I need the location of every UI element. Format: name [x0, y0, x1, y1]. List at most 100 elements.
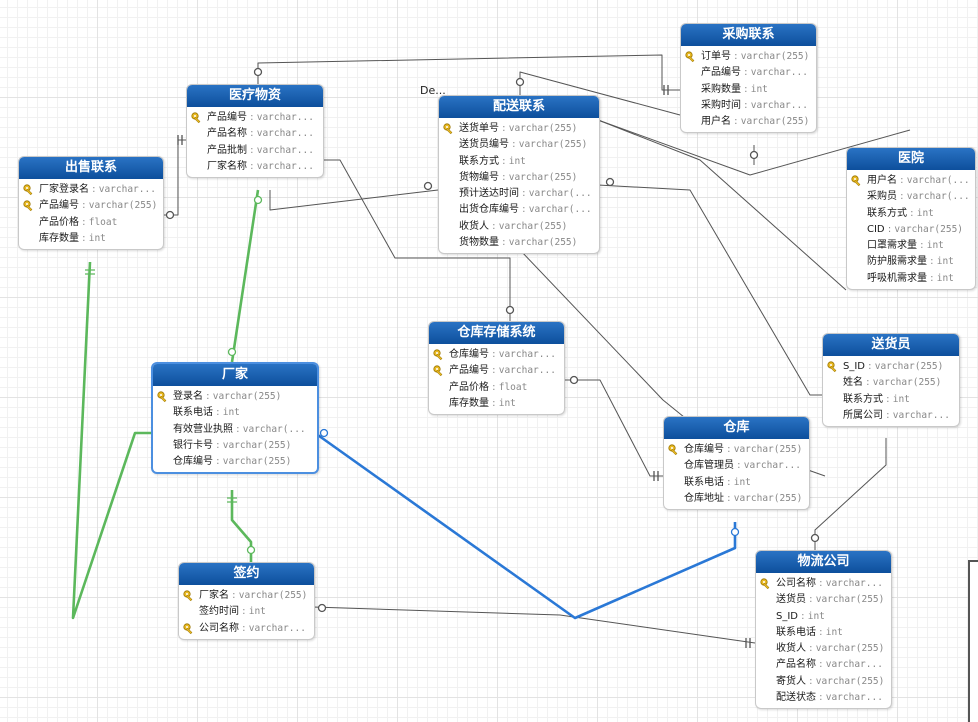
- entity-field[interactable]: 收货人 : varchar(255): [756, 641, 891, 657]
- entity-field[interactable]: 采购数量 : int: [681, 82, 816, 98]
- entity-medical-supplies[interactable]: 医疗物资产品编号 : varchar...产品名称 : varchar...产品…: [186, 84, 324, 179]
- field-name: 姓名: [843, 377, 863, 389]
- field-name: 厂家名称: [207, 160, 247, 172]
- entity-field[interactable]: 厂家登录名 : varchar...: [19, 182, 163, 198]
- entity-field[interactable]: 产品名称 : varchar...: [187, 126, 323, 142]
- rel-supplies-delivery[interactable]: [269, 189, 439, 211]
- rel-storage-warehouse[interactable]: [563, 379, 663, 477]
- entity-field[interactable]: 联系电话 : int: [153, 405, 317, 421]
- entity-field[interactable]: 采购员 : varchar(...: [847, 189, 975, 205]
- entity-field[interactable]: 产品编号 : varchar(255): [19, 198, 163, 214]
- entity-field[interactable]: 联系方式 : int: [823, 392, 959, 408]
- field-name: 联系电话: [173, 407, 213, 419]
- entity-delivery-relation[interactable]: 配送联系送货单号 : varchar(255)送货员编号 : varchar(2…: [438, 95, 600, 255]
- entity-field[interactable]: 公司名称 : varchar...: [756, 576, 891, 592]
- entity-field[interactable]: 银行卡号 : varchar(255): [153, 438, 317, 454]
- entity-field[interactable]: 防护服需求量 : int: [847, 254, 975, 270]
- entity-warehouse-storage[interactable]: 仓库存储系统仓库编号 : varchar...产品编号 : varchar...…: [428, 321, 565, 416]
- rel-sales-manufacturer[interactable]: [71, 261, 151, 620]
- entity-field[interactable]: 用户名 : varchar(...: [847, 173, 975, 189]
- entity-field[interactable]: 订单号 : varchar(255): [681, 49, 816, 65]
- primary-key-icon: [183, 622, 195, 635]
- entity-field[interactable]: 收货人 : varchar(255): [439, 219, 599, 235]
- entity-field[interactable]: 配送状态 : varchar...: [756, 690, 891, 706]
- rel-manufacturer-contract[interactable]: [230, 490, 253, 562]
- entity-field[interactable]: 仓库管理员 : varchar...: [664, 458, 809, 474]
- field-separator: :: [519, 204, 529, 216]
- rel-delivery-hospital-2[interactable]: [597, 119, 847, 291]
- field-separator: :: [741, 67, 751, 79]
- entity-field[interactable]: 货物数量 : varchar(255): [439, 235, 599, 251]
- entity-field[interactable]: 库存数量 : int: [19, 231, 163, 247]
- entity-field[interactable]: 公司名称 : varchar...: [179, 621, 314, 637]
- field-name: 用户名: [867, 175, 897, 186]
- entity-field[interactable]: 产品编号 : varchar...: [681, 65, 816, 81]
- entity-field[interactable]: 仓库编号 : varchar(255): [153, 454, 317, 470]
- rel-contract-logistics[interactable]: [312, 606, 756, 644]
- field-name: CID: [867, 223, 885, 235]
- field-name: 送货员: [776, 594, 806, 606]
- entity-title: 送货员: [823, 334, 959, 356]
- entity-field[interactable]: 库存数量 : int: [429, 396, 564, 412]
- entity-field[interactable]: 采购时间 : varchar...: [681, 98, 816, 114]
- entity-field[interactable]: 产品批制 : varchar...: [187, 143, 323, 159]
- field-name: 货物编号: [459, 171, 499, 183]
- entity-warehouse[interactable]: 仓库仓库编号 : varchar(255)仓库管理员 : varchar...联…: [663, 416, 810, 511]
- entity-field[interactable]: 预计送达时间 : varchar(...: [439, 186, 599, 202]
- optional-marker: [317, 603, 327, 613]
- entity-field[interactable]: CID : varchar(255): [847, 222, 975, 238]
- field-name: 联系电话: [684, 476, 724, 488]
- entity-field[interactable]: 口罩需求量 : int: [847, 238, 975, 254]
- entity-sales-relation[interactable]: 出售联系厂家登录名 : varchar...产品编号 : varchar(255…: [18, 156, 164, 251]
- entity-field[interactable]: 产品编号 : varchar...: [429, 363, 564, 379]
- entity-field[interactable]: 联系方式 : int: [439, 154, 599, 170]
- entity-field[interactable]: 送货单号 : varchar(255): [439, 121, 599, 137]
- field-separator: :: [741, 99, 751, 111]
- entity-field[interactable]: 联系方式 : int: [847, 206, 975, 222]
- entity-field[interactable]: 联系电话 : int: [664, 475, 809, 491]
- entity-field[interactable]: 寄货人 : varchar(255): [756, 674, 891, 690]
- entity-field[interactable]: 产品名称 : varchar...: [756, 657, 891, 673]
- rel-deliveryman-logistics[interactable]: [814, 438, 887, 550]
- entity-field[interactable]: 送货员 : varchar(255): [756, 592, 891, 608]
- entity-purchase-relation[interactable]: 采购联系订单号 : varchar(255)产品编号 : varchar...采…: [680, 23, 817, 134]
- entity-field[interactable]: 用户名 : varchar(255): [681, 114, 816, 130]
- entity-deliveryman[interactable]: 送货员 S_ID : varchar(255)姓名 : varchar(255)联…: [822, 333, 960, 428]
- entity-field[interactable]: 产品价格 : float: [429, 380, 564, 396]
- rel-sales-supplies[interactable]: [162, 139, 186, 216]
- field-separator: :: [509, 139, 519, 151]
- optional-marker-green: [253, 195, 263, 205]
- entity-field[interactable]: 联系电话 : int: [756, 625, 891, 641]
- entity-field[interactable]: 姓名 : varchar(255): [823, 375, 959, 391]
- rel-supplies-manufacturer[interactable]: [230, 189, 260, 363]
- entity-field[interactable]: 仓库地址 : varchar(255): [664, 491, 809, 507]
- entity-field[interactable]: 仓库编号 : varchar...: [429, 347, 564, 363]
- entity-field[interactable]: 货物编号 : varchar(255): [439, 170, 599, 186]
- entity-field[interactable]: 所属公司 : varchar...: [823, 408, 959, 424]
- entity-field[interactable]: 产品编号 : varchar...: [187, 110, 323, 126]
- entity-field[interactable]: 厂家名称 : varchar...: [187, 159, 323, 175]
- entity-hospital[interactable]: 医院用户名 : varchar(...采购员 : varchar(...联系方式…: [846, 147, 976, 291]
- field-type: int: [807, 610, 825, 622]
- field-separator: :: [499, 237, 509, 249]
- field-name: 联系方式: [459, 155, 499, 167]
- entity-field[interactable]: 送货员编号 : varchar(255): [439, 137, 599, 153]
- rel-warehouse-logistics[interactable]: [807, 469, 826, 477]
- entity-field[interactable]: 仓库编号 : varchar(255): [664, 442, 809, 458]
- entity-field[interactable]: S_ID : varchar(255): [823, 359, 959, 375]
- field-type: varchar...: [98, 184, 156, 195]
- entity-field[interactable]: S_ID : int: [756, 609, 891, 625]
- field-name: 仓库编号: [173, 456, 213, 468]
- entity-logistics-company[interactable]: 物流公司公司名称 : varchar...送货员 : varchar(255)S…: [755, 550, 892, 710]
- entity-field[interactable]: 出货仓库编号 : varchar(...: [439, 202, 599, 218]
- entity-field[interactable]: 产品价格 : float: [19, 215, 163, 231]
- entity-field[interactable]: 签约时间 : int: [179, 604, 314, 620]
- entity-field[interactable]: 呼吸机需求量 : int: [847, 271, 975, 287]
- entity-field[interactable]: 厂家名 : varchar(255): [179, 588, 314, 604]
- entity-field[interactable]: 登录名 : varchar(255): [153, 389, 317, 405]
- entity-field[interactable]: 有效营业执照 : varchar(...: [153, 422, 317, 438]
- rel-delivery-deliveryman[interactable]: [597, 184, 822, 396]
